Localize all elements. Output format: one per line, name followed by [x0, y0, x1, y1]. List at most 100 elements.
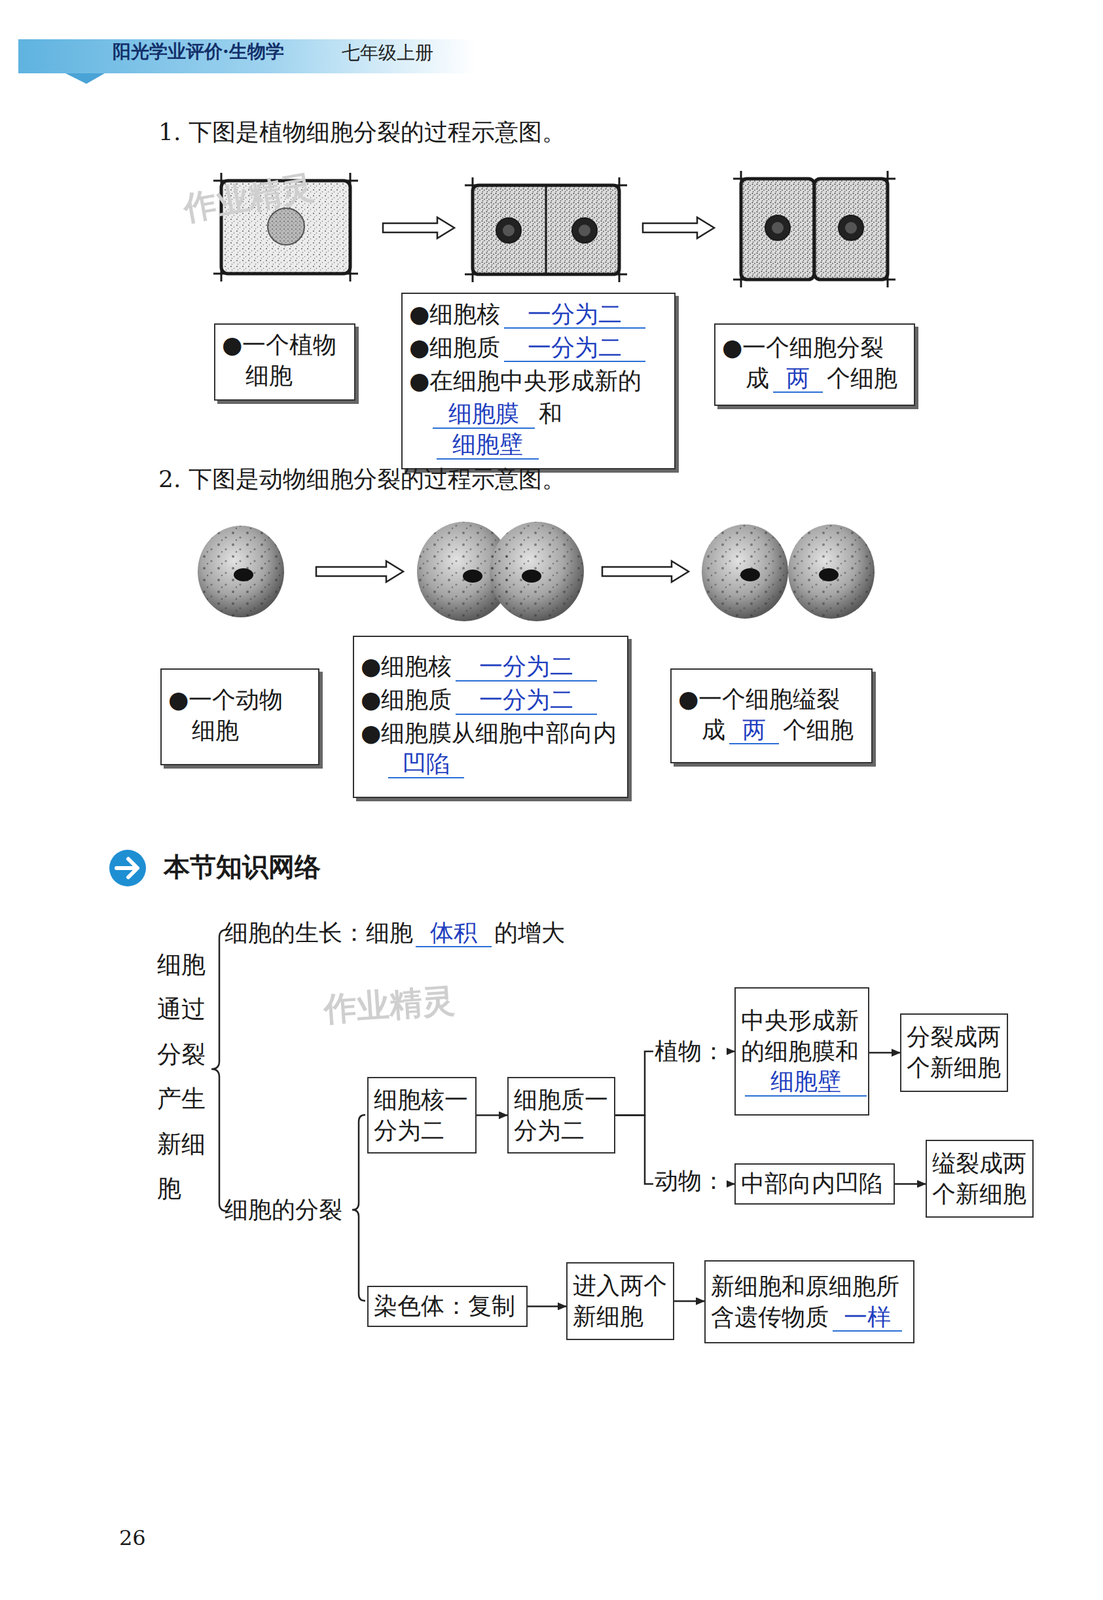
answer-text: 一分为二 [504, 300, 646, 329]
cell-wall-line [886, 170, 889, 192]
box-text: ●一个植物细胞 [221, 331, 337, 389]
box-text: ●细胞核 [360, 652, 452, 680]
branch-label: 细胞的分裂 [224, 1195, 343, 1224]
text-line: 染色体：复制 [373, 1290, 522, 1322]
box-text: 染色体：复制 [373, 1292, 516, 1320]
cell-wall-line [464, 184, 486, 187]
cell-wall-line [337, 180, 359, 182]
box-text: 细胞质一分为二 [513, 1085, 609, 1144]
process-box: 细胞核一分为二 [367, 1076, 477, 1154]
cell-wall-line [618, 261, 621, 283]
cell-wall-line [213, 272, 235, 275]
watermark: 作业精灵 [322, 980, 457, 1030]
answer-text: 体积 [415, 919, 492, 948]
flow-arrow [527, 1305, 567, 1308]
cell-wall-line [886, 266, 889, 288]
answer-text: 细胞壁 [744, 1067, 867, 1096]
branch-label: 动物： [653, 1166, 727, 1195]
flow-arrow [894, 1182, 926, 1185]
cell-wall-line [874, 178, 896, 181]
process-arrow [316, 560, 404, 582]
process-box: 缢裂成两个新细胞 [925, 1139, 1034, 1218]
label-text: 植物： [654, 1037, 726, 1065]
cell-wall-line [349, 260, 352, 282]
process-box: 中部向内凹陷 [734, 1163, 895, 1205]
cell-wall-line [337, 272, 359, 275]
process-box: 分裂成两个新细胞 [900, 1013, 1009, 1092]
answer-text: 细胞壁 [436, 430, 539, 459]
process-arrow [382, 217, 455, 239]
header-title: 阳光学业评价·生物学 [112, 40, 285, 63]
process-arrow [642, 217, 715, 239]
label-text: 的增大 [494, 919, 565, 946]
box-text: 个细胞 [782, 716, 854, 743]
question-text: 2. 下图是动物细胞分裂的过程示意图。 [158, 464, 566, 493]
label-text: 动物： [654, 1167, 726, 1194]
label-text: 2. 下图是动物细胞分裂的过程示意图。 [158, 465, 566, 493]
process-arrow [602, 560, 689, 582]
cell-wall-line [471, 261, 474, 283]
answer-text: 一样 [832, 1303, 903, 1332]
cell-wall-line [733, 178, 755, 181]
box-text: ●细胞核 [409, 300, 501, 328]
answer-box: ●一个动物细胞 [160, 668, 320, 766]
text-line: ●一个细胞缢裂成两个细胞 [701, 684, 864, 746]
box-text: ●细胞质 [409, 333, 501, 361]
text-line: ●一个植物细胞 [245, 329, 348, 392]
answer-text: 凹陷 [388, 750, 465, 779]
cell-wall-line [606, 184, 628, 187]
box-text: ●一个动物细胞 [168, 686, 283, 744]
box-text: 进入两个新细胞 [572, 1271, 668, 1330]
text-line: ●一个细胞分裂成两个细胞 [745, 332, 908, 395]
label-text: 细胞的生长：细胞 [224, 919, 414, 946]
answer-box: ●一个细胞分裂成两个细胞 [714, 323, 916, 406]
cell-wall-line [874, 278, 896, 281]
cell-wall-line [618, 177, 621, 199]
text-line: 中部向内凹陷 [741, 1168, 889, 1200]
flow-arrow [674, 1300, 705, 1302]
box-text: ●细胞膜从细胞中部向内 [360, 719, 617, 747]
growth-line: 细胞的生长：细胞体积的增大 [224, 918, 565, 948]
header-grade: 七年级上册 [341, 41, 434, 65]
text-line: 缢裂成两个新细胞 [932, 1148, 1028, 1210]
cell-wall-line [740, 170, 743, 192]
text-line: ●一个动物细胞 [191, 684, 299, 747]
flow-arrow [869, 1051, 901, 1054]
cell-wall-line [471, 177, 474, 199]
cell-wall-line [740, 266, 743, 288]
label-text: 细胞通过分裂产生新细胞 [157, 950, 206, 1203]
cell-wall-line [349, 172, 352, 194]
process-box: 新细胞和原细胞所含遗传物质一样 [704, 1260, 915, 1344]
cell-wall-line [733, 278, 755, 281]
cell-wall-line [606, 273, 628, 276]
box-text: 中央形成新的细胞膜和 [741, 1006, 859, 1065]
text-line: ●细胞质一分为二 [384, 684, 620, 716]
text-line: 细胞膜和细胞壁 [432, 398, 668, 461]
answer-text: 两 [773, 364, 823, 393]
cell-wall-line [220, 260, 223, 282]
answer-text: 一分为二 [455, 686, 597, 715]
text-line: ●细胞核一分为二 [432, 299, 668, 330]
box-text: 中部向内凹陷 [741, 1169, 883, 1197]
answer-text: 一分为二 [455, 652, 597, 681]
text-line: ●细胞膜从细胞中部向内凹陷 [384, 718, 620, 780]
box-text: 细胞核一分为二 [373, 1085, 469, 1144]
box-text: 分裂成两个新细胞 [906, 1023, 1001, 1081]
process-box: 进入两个新细胞 [566, 1262, 675, 1340]
answer-text: 细胞膜 [432, 399, 535, 429]
text-line: 分裂成两个新细胞 [906, 1021, 1002, 1084]
flow-arrow [476, 1114, 508, 1117]
label-text: 细胞的分裂 [224, 1195, 343, 1223]
process-box: 中央形成新的细胞膜和细胞壁 [734, 987, 870, 1116]
answer-box: ●细胞核一分为二●细胞质一分为二●细胞膜从细胞中部向内凹陷 [352, 635, 629, 798]
text-line: 中央形成新的细胞膜和细胞壁 [741, 1005, 863, 1098]
question-text: 1. 下图是植物细胞分裂的过程示意图。 [158, 117, 566, 146]
vertical-title: 细胞通过分裂产生新细胞 [157, 942, 206, 1212]
text-line: 进入两个新细胞 [572, 1270, 668, 1333]
answer-text: 一分为二 [504, 333, 646, 362]
label-text: 本节知识网络 [163, 850, 321, 882]
box-text: 个细胞 [826, 364, 898, 392]
text-line: ●在细胞中央形成新的 [432, 365, 668, 397]
